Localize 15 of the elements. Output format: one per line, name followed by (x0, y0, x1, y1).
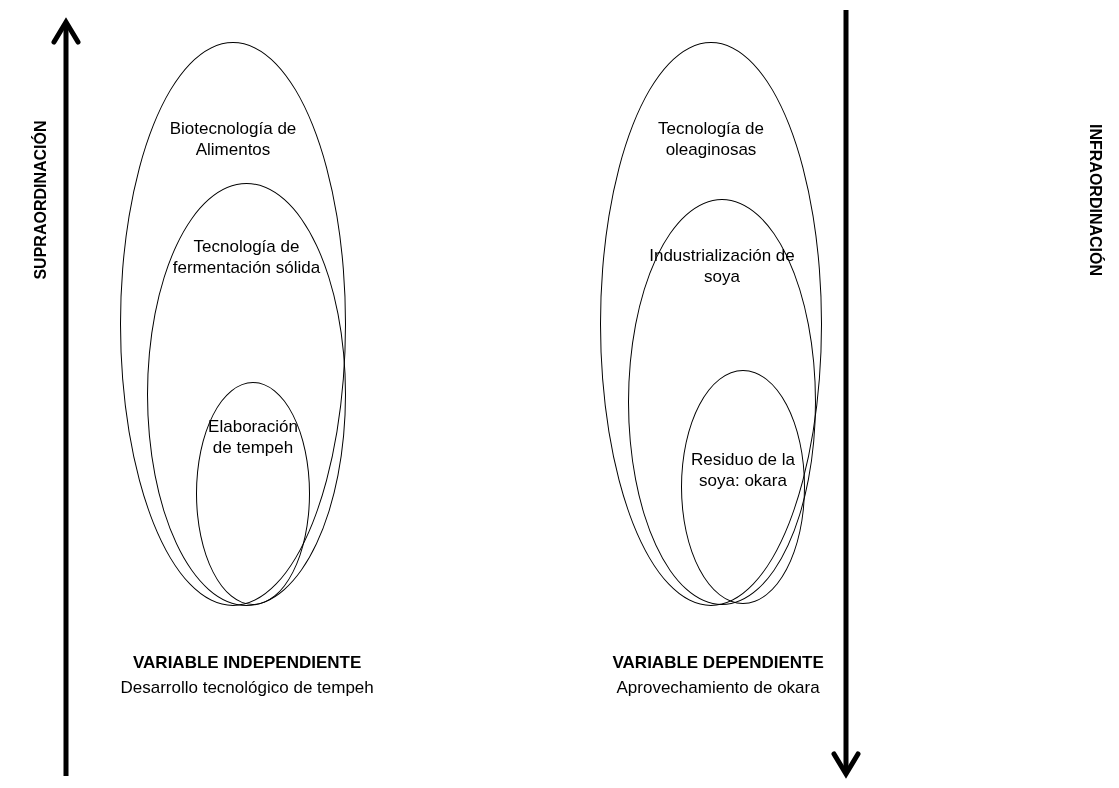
variable-description: Desarrollo tecnológico de tempeh (120, 678, 374, 698)
node-label: Tecnología de fermentación sólida (171, 236, 322, 279)
node-label: Residuo de la soya: okara (690, 449, 796, 492)
ellipse (120, 42, 346, 606)
ellipse (600, 42, 822, 606)
ellipse (147, 183, 346, 606)
node-label: Tecnología de oleaginosas (657, 118, 765, 161)
axis-label: SUPRAORDINACIÓN (31, 120, 50, 280)
variable-description: Aprovechamiento de okara (616, 678, 820, 698)
variable-heading: VARIABLE DEPENDIENTE (612, 653, 824, 673)
node-label: Biotecnología de Alimentos (168, 118, 298, 161)
node-label: Industrialización de soya (648, 245, 796, 288)
axis-label: INFRAORDINACIÓN (1086, 124, 1104, 276)
variable-heading: VARIABLE INDEPENDIENTE (133, 653, 362, 673)
node-label: Elaboración de tempeh (207, 416, 299, 459)
